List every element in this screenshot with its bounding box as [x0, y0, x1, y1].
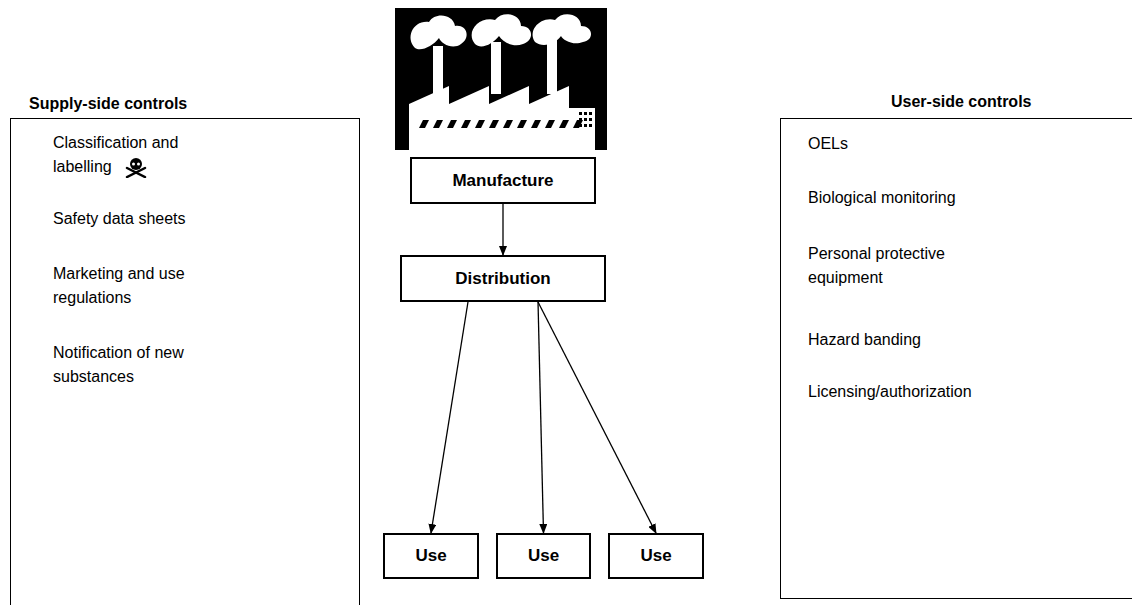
control-item: Licensing/authorization: [808, 380, 1088, 404]
process-box: Manufacture: [410, 157, 596, 204]
box-label: Use: [528, 546, 559, 566]
control-item: Biological monitoring: [808, 186, 1058, 210]
factory-illustration: [395, 8, 607, 150]
box-label: Use: [415, 546, 446, 566]
skull-symbol: [124, 156, 148, 178]
control-item: Marketing and use regulations: [53, 262, 203, 310]
box-label: Use: [640, 546, 671, 566]
process-box: Use: [608, 533, 704, 579]
control-item: Notification of new substances: [53, 341, 223, 389]
process-box: Use: [383, 533, 479, 579]
control-item: Safety data sheets: [53, 207, 253, 231]
flow-arrow: [431, 302, 468, 533]
process-box: Distribution: [400, 255, 606, 302]
panel-heading: Supply-side controls: [29, 95, 187, 113]
box-label: Distribution: [455, 269, 550, 289]
control-item: Personal protective equipment: [808, 242, 978, 290]
box-label: Manufacture: [452, 171, 553, 191]
flow-arrow: [502, 204, 503, 255]
panel-heading: User-side controls: [891, 93, 1031, 111]
control-item: Hazard banding: [808, 328, 1058, 352]
control-item: OELs: [808, 132, 1058, 156]
flow-arrow: [538, 302, 656, 533]
controls-panel: Supply-side controlsClassification and l…: [10, 118, 360, 605]
flow-arrow: [538, 302, 543, 533]
control-item: Classification and labelling: [53, 131, 223, 179]
controls-panel: User-side controlsOELsBiological monitor…: [780, 118, 1132, 599]
process-box: Use: [496, 533, 591, 579]
